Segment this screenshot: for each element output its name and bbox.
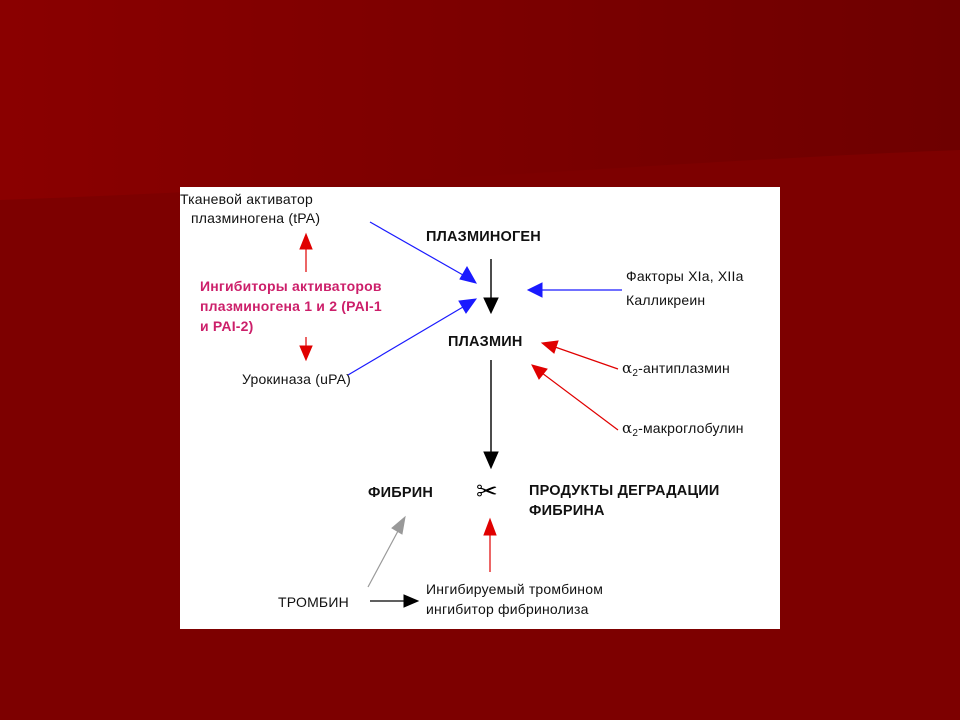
tpa-arrow	[369, 221, 478, 284]
pai-label-line1: Ингибиторы активаторов	[200, 278, 382, 294]
alpha-symbol: α	[622, 359, 633, 377]
fibrin-label: ФИБРИН	[368, 485, 433, 501]
tafi-label-line1: Ингибируемый тромбином	[426, 581, 604, 597]
factors-label: Факторы XIa, XIIa	[626, 268, 744, 284]
antiplasmin-label: α2-антиплазмин	[622, 359, 730, 383]
pai-label-line3: и PAI-2)	[200, 318, 254, 334]
macroglobulin-arrow	[531, 364, 619, 431]
macroglobulin-label: α2-макроглобулин	[622, 419, 744, 443]
kallikrein-label: Калликреин	[626, 292, 706, 308]
degradation-products-line1: ПРОДУКТЫ ДЕГРАДАЦИИ	[529, 483, 720, 499]
plasminogen-to-plasmin-arrow	[483, 259, 499, 315]
pai-up-arrow	[299, 232, 313, 272]
alpha-symbol: α	[622, 419, 633, 437]
thrombin-to-fibrin-arrow	[367, 515, 406, 588]
plasmin-label: ПЛАЗМИН	[448, 334, 523, 350]
tafi-label-line2: ингибитор фибринолиза	[426, 601, 589, 617]
subscript-2: 2	[632, 368, 639, 379]
subscript-2: 2	[632, 428, 639, 439]
antiplasmin-text: -антиплазмин	[638, 360, 730, 376]
plasmin-to-fibrin-arrow	[483, 360, 499, 470]
urokinase-label: Урокиназа (uPA)	[242, 371, 351, 387]
antiplasmin-arrow	[540, 340, 619, 370]
plasminogen-label: ПЛАЗМИНОГЕН	[426, 229, 541, 245]
factors-arrow	[526, 282, 622, 298]
tpa-label-line1: Тканевой активатор	[180, 191, 313, 207]
thrombin-label: ТРОМБИН	[278, 594, 349, 610]
thrombin-to-tafi-arrow	[370, 594, 420, 608]
diagram-arrows	[299, 221, 622, 608]
scissors-icon: ✂	[476, 477, 498, 507]
fibrinolysis-diagram: Тканевой активатор плазминогена (tPA) Ин…	[180, 187, 780, 629]
tafi-arrow	[483, 517, 497, 572]
pai-down-arrow	[299, 337, 313, 362]
macroglobulin-text: -макроглобулин	[638, 420, 744, 436]
upa-arrow	[347, 298, 478, 376]
pai-label-line2: плазминогена 1 и 2 (PAI-1	[200, 298, 382, 314]
degradation-products-line2: ФИБРИНА	[529, 503, 605, 519]
tpa-label-line2: плазминогена (tPA)	[191, 210, 321, 226]
